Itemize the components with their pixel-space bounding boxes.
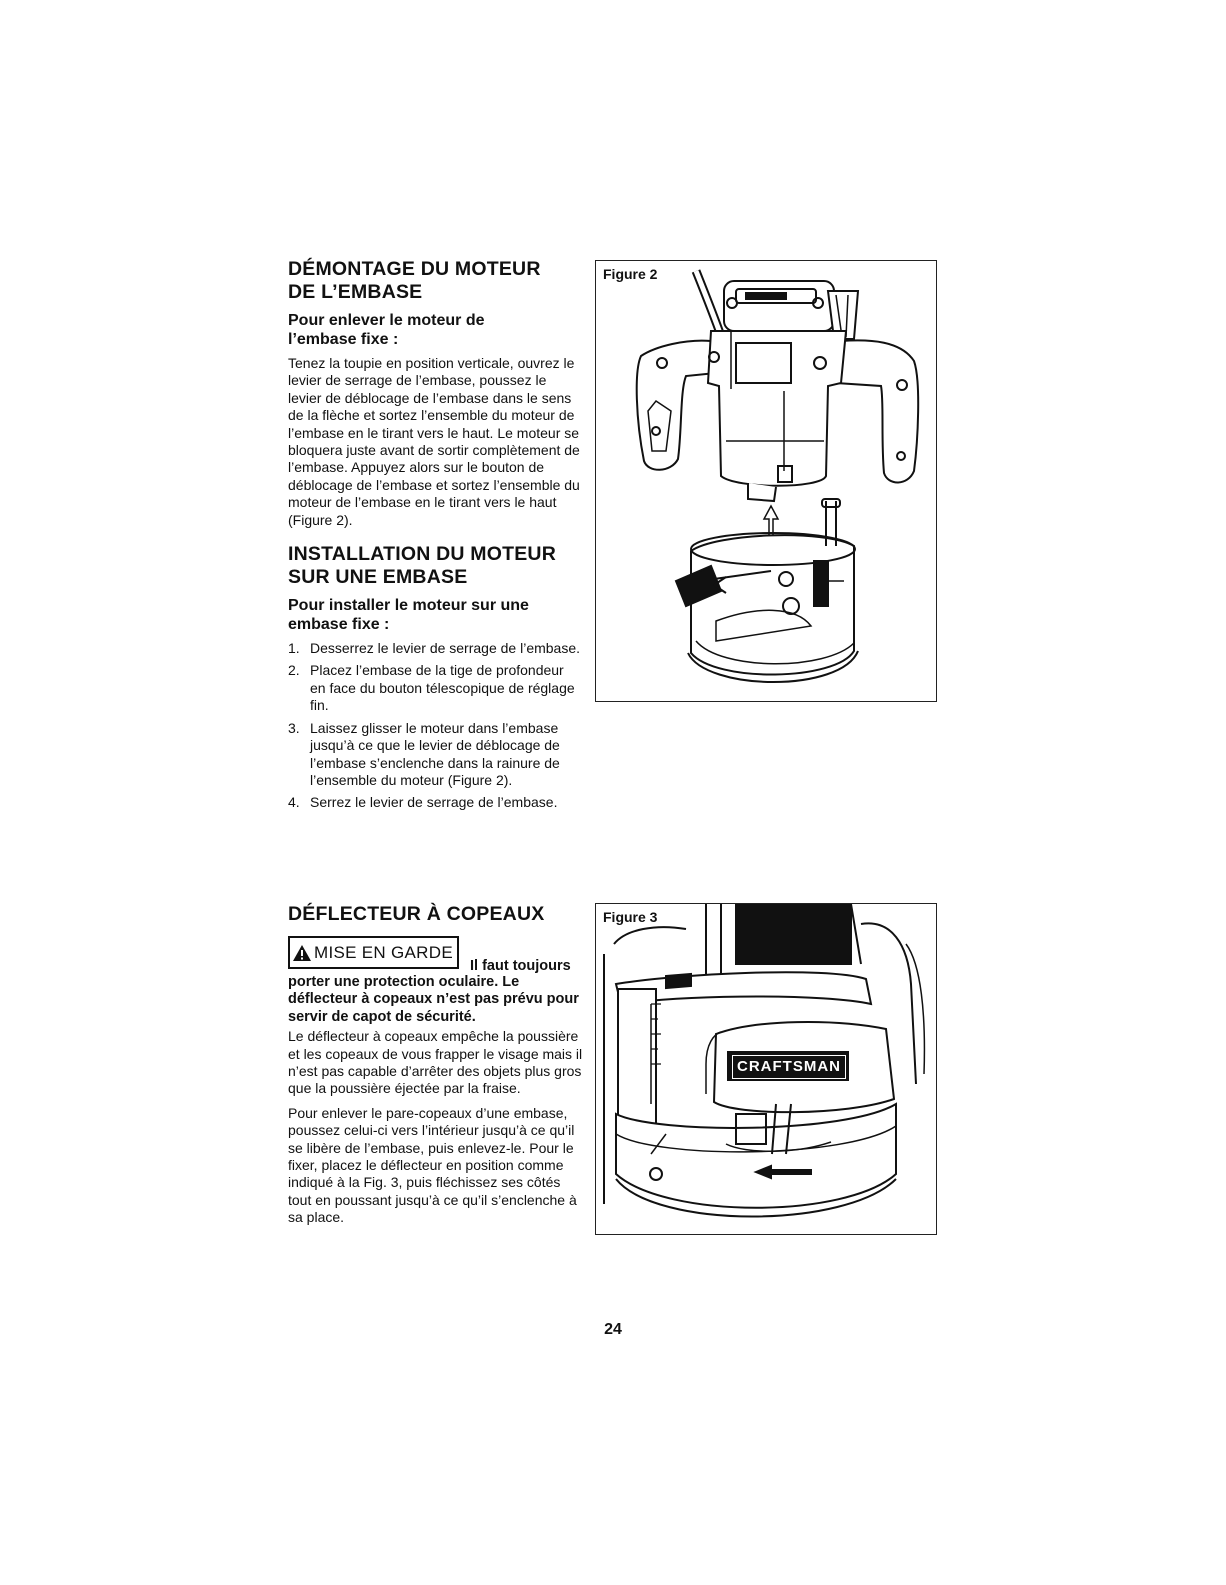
page-number: 24 bbox=[604, 1321, 622, 1338]
warning-tail-text: Il faut toujours bbox=[470, 958, 571, 974]
paragraph-deflecteur-1: Le déflecteur à copeaux empêche la pouss… bbox=[288, 1028, 583, 1097]
heading-installation: INSTALLATION DU MOTEUR SUR UNE EMBASE bbox=[288, 543, 583, 589]
step-number: 4. bbox=[288, 794, 300, 811]
heading-line: INSTALLATION DU MOTEUR bbox=[288, 543, 556, 566]
step-text: Serrez le levier de serrage de l’embase. bbox=[310, 794, 558, 811]
steps-list: 1. Desserrez le levier de serrage de l’em… bbox=[288, 640, 583, 812]
subheading-enlever: Pour enlever le moteur de l’embase fixe … bbox=[288, 311, 583, 349]
heading-line: DÉMONTAGE DU MOTEUR bbox=[288, 258, 541, 280]
subheading-line: Pour installer le moteur sur une bbox=[288, 597, 529, 615]
heading-demontage: DÉMONTAGE DU MOTEUR DE L’EMBASE bbox=[288, 258, 583, 304]
step-text: Desserrez le levier de serrage de l’emba… bbox=[310, 640, 581, 657]
section-demontage: DÉMONTAGE DU MOTEUR DE L’EMBASE Pour enl… bbox=[288, 258, 583, 817]
list-item: 3. Laissez glisser le moteur dans l’embas… bbox=[288, 720, 583, 790]
figure-3: Figure 3 CRAFTSMAN bbox=[595, 903, 937, 1235]
list-item: 2. Placez l’embase de la tige de profonde… bbox=[288, 662, 583, 714]
step-number: 2. bbox=[288, 662, 300, 679]
figure-3-label: Figure 3 bbox=[601, 909, 660, 925]
warning-line: MISE EN GARDE Il faut toujours bbox=[288, 936, 583, 974]
list-item: 1. Desserrez le levier de serrage de l’em… bbox=[288, 640, 583, 657]
brand-logo: CRAFTSMAN bbox=[732, 1055, 846, 1079]
warning-triangle-icon bbox=[293, 945, 311, 961]
heading-line: SUR UNE EMBASE bbox=[288, 566, 468, 589]
step-number: 1. bbox=[288, 640, 300, 657]
figure-2: Figure 2 bbox=[595, 260, 937, 702]
warning-label: MISE EN GARDE bbox=[314, 943, 453, 962]
figure-2-label: Figure 2 bbox=[601, 266, 660, 282]
warning-badge: MISE EN GARDE bbox=[288, 936, 459, 969]
paragraph-deflecteur-2: Pour enlever le pare-copeaux d’une embas… bbox=[288, 1104, 577, 1226]
step-text: Laissez glisser le moteur dans l’embase … bbox=[310, 719, 560, 788]
step-number: 3. bbox=[288, 719, 300, 736]
warning-text: porter une protection oculaire. Le défle… bbox=[288, 974, 579, 1025]
paragraph-demontage: Tenez la toupie en position verticale, o… bbox=[288, 355, 580, 528]
list-item: 4. Serrez le levier de serrage de l’embas… bbox=[288, 794, 583, 811]
step-text: Placez l’embase de la tige de profondeur… bbox=[310, 662, 575, 714]
subheading-line: embase fixe : bbox=[288, 616, 390, 634]
subheading-installer: Pour installer le moteur sur une embase … bbox=[288, 596, 583, 634]
heading-deflecteur: DÉFLECTEUR À COPEAUX bbox=[288, 903, 545, 925]
section-deflecteur: DÉFLECTEUR À COPEAUX MISE EN GARDE Il fa… bbox=[288, 903, 583, 1234]
chip-deflector-illustration bbox=[603, 904, 926, 1218]
subheading-line: l’embase fixe : bbox=[288, 331, 399, 348]
subheading-line: Pour enlever le moteur de bbox=[288, 312, 485, 329]
heading-line: DE L’EMBASE bbox=[288, 281, 423, 303]
router-motor-base-illustration bbox=[635, 269, 920, 683]
